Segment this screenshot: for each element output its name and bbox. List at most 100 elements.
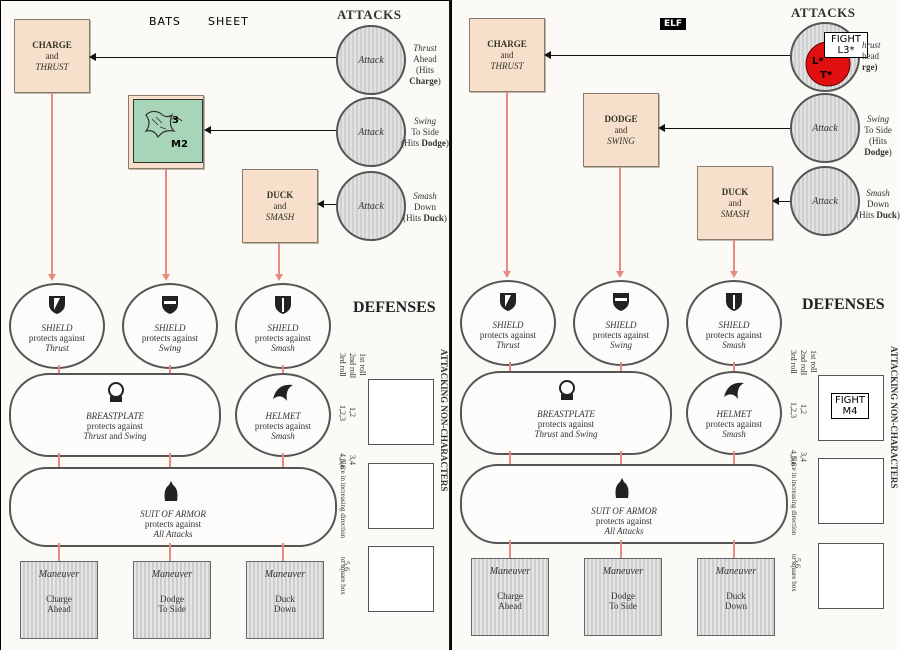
shield-swing[interactable]: SHIELD protects against Swing bbox=[122, 283, 218, 369]
box-and: and bbox=[273, 200, 287, 211]
maneuver-dodge[interactable]: Maneuver Dodge To Side bbox=[584, 558, 662, 636]
attack-box-3[interactable] bbox=[818, 543, 884, 609]
maneuver-line2: To Side bbox=[158, 604, 186, 614]
maneuver-line2: Down bbox=[725, 601, 747, 611]
attack-label: Attack bbox=[358, 54, 384, 66]
attack-line3b: Dodge bbox=[421, 138, 446, 148]
box-and: and bbox=[614, 124, 628, 135]
pink-line-charge bbox=[51, 93, 53, 275]
breastplate-name: BREASTPLATE bbox=[537, 409, 595, 419]
fight-counter-m4[interactable]: FIGHT M4 bbox=[831, 393, 869, 419]
shield-vs: Thrust bbox=[496, 340, 520, 350]
attack-swing-circle[interactable]: Attack bbox=[336, 97, 406, 167]
attack-line3a: (Hits bbox=[869, 136, 887, 146]
bats-counter[interactable] bbox=[133, 99, 203, 163]
maneuver-charge[interactable]: Maneuver Charge Ahead bbox=[20, 561, 98, 639]
charge-thrust-box[interactable]: CHARGE and THRUST bbox=[469, 18, 545, 92]
maneuver-line1: Charge bbox=[46, 594, 72, 604]
right-sheet-panel: ELF ATTACKS CHARGE and THRUST DODGE and … bbox=[451, 0, 900, 650]
fight-counter-top[interactable]: FIGHT L3* bbox=[824, 32, 868, 58]
fight-line2: L3* bbox=[837, 45, 855, 56]
helmet-name: HELMET bbox=[716, 409, 752, 419]
breastplate-icon bbox=[108, 382, 124, 402]
shield-thrust[interactable]: SHIELD protects against Thrust bbox=[460, 280, 556, 366]
suit-of-armor[interactable]: SUIT OF ARMOR protects against All Attac… bbox=[460, 464, 788, 544]
shield-protects: protects against bbox=[592, 330, 650, 340]
dodge-swing-box[interactable]: DODGE and SWING bbox=[583, 93, 659, 167]
breastplate-armor[interactable]: BREASTPLATE protects against Thrust and … bbox=[9, 373, 221, 457]
helmet-armor[interactable]: HELMET protects against Smash bbox=[235, 373, 331, 457]
suit-name: SUIT OF ARMOR bbox=[591, 506, 657, 516]
maneuver-charge[interactable]: Maneuver Charge Ahead bbox=[471, 558, 549, 636]
maneuver-line1: Duck bbox=[275, 594, 295, 604]
attack-box-2[interactable] bbox=[818, 458, 884, 524]
attack-smash-text: Smash Down (Hits Duck) bbox=[855, 188, 900, 221]
breastplate-armor[interactable]: BREASTPLATE protects against Thrust and … bbox=[460, 371, 672, 455]
arrow-smash-line bbox=[779, 201, 790, 202]
shield-icon bbox=[613, 293, 629, 311]
shield-protects: protects against bbox=[254, 333, 312, 343]
box-move: THRUST bbox=[35, 61, 69, 72]
suit-protects: protects against bbox=[144, 519, 202, 529]
shield-smash[interactable]: SHIELD protects against Smash bbox=[235, 283, 331, 369]
maneuver-title: Maneuver bbox=[489, 566, 531, 577]
pink-head bbox=[275, 274, 283, 281]
roll-value-r3: 3,4 bbox=[348, 455, 357, 465]
pink-line-dodge bbox=[619, 167, 621, 272]
shield-swing[interactable]: SHIELD protects against Swing bbox=[573, 280, 669, 366]
maneuver-duck[interactable]: Maneuver Duck Down bbox=[697, 558, 775, 636]
roll-label-3rd: 3rd roll bbox=[338, 353, 347, 377]
shield-smash[interactable]: SHIELD protects against Smash bbox=[686, 280, 782, 366]
place-direction-text: place in increasing direction bbox=[790, 456, 798, 536]
arrow-swing-line bbox=[211, 130, 336, 131]
shield-icon bbox=[500, 293, 516, 311]
attacks-header: ATTACKS bbox=[791, 5, 856, 20]
helmet-name: HELMET bbox=[265, 411, 301, 421]
arrow-thrust-line bbox=[96, 57, 336, 58]
pink-connector bbox=[58, 365, 60, 373]
attack-thrust-text: hrust head rge) bbox=[862, 40, 898, 73]
attack-smash-circle[interactable]: Attack bbox=[790, 166, 860, 236]
maneuver-dodge[interactable]: Maneuver Dodge To Side bbox=[133, 561, 211, 639]
suit-of-armor[interactable]: SUIT OF ARMOR protects against All Attac… bbox=[9, 467, 337, 547]
attack-smash-circle[interactable]: Attack bbox=[336, 171, 406, 241]
attack-box-2[interactable] bbox=[368, 463, 434, 529]
maneuver-duck[interactable]: Maneuver Duck Down bbox=[246, 561, 324, 639]
breastplate-vs1: Thrust bbox=[83, 431, 107, 441]
duck-smash-box[interactable]: DUCK and SMASH bbox=[697, 166, 773, 240]
attack-line3b: Dodge bbox=[864, 147, 889, 157]
shield-vs: Thrust bbox=[45, 343, 69, 353]
helmet-armor[interactable]: HELMET protects against Smash bbox=[686, 371, 782, 455]
duck-smash-box[interactable]: DUCK and SMASH bbox=[242, 169, 318, 243]
attack-line3c: ) bbox=[445, 138, 449, 148]
attack-swing-circle[interactable]: Attack bbox=[790, 93, 860, 163]
roll-label-2nd: 2nd roll bbox=[799, 350, 808, 376]
attack-line3c: ) bbox=[437, 76, 441, 86]
attack-label: Attack bbox=[812, 195, 838, 207]
fight-line1: FIGHT bbox=[830, 34, 862, 45]
attack-box-1[interactable] bbox=[368, 379, 434, 445]
maneuver-line2: Down bbox=[274, 604, 296, 614]
roll-label-1st: 1st roll bbox=[809, 350, 818, 373]
maneuver-line2: To Side bbox=[609, 601, 637, 611]
defenses-header: DEFENSES bbox=[353, 299, 436, 316]
shield-thrust[interactable]: SHIELD protects against Thrust bbox=[9, 283, 105, 369]
maneuver-title: Maneuver bbox=[151, 569, 193, 580]
attack-line1: Swing bbox=[413, 116, 436, 126]
charge-thrust-box[interactable]: CHARGE and THRUST bbox=[14, 19, 90, 93]
left-sheet-panel: BATS SHEET ATTACKS CHARGE and THRUST 3 M… bbox=[0, 0, 450, 650]
pink-connector bbox=[169, 453, 171, 467]
box-move: SMASH bbox=[720, 208, 750, 219]
breastplate-name: BREASTPLATE bbox=[86, 411, 144, 421]
attack-line3a: (Hits bbox=[403, 213, 424, 223]
attack-thrust-circle[interactable]: Attack bbox=[336, 25, 406, 95]
attack-line1: Smash bbox=[866, 188, 890, 198]
shield-protects: protects against bbox=[705, 330, 763, 340]
arrow-thrust-line bbox=[551, 55, 790, 56]
attack-box-3[interactable] bbox=[368, 546, 434, 612]
attack-line2: Down bbox=[414, 202, 436, 212]
shield-name: SHIELD bbox=[718, 320, 750, 330]
attack-label: Attack bbox=[358, 126, 384, 138]
maneuver-line2: Ahead bbox=[498, 601, 522, 611]
